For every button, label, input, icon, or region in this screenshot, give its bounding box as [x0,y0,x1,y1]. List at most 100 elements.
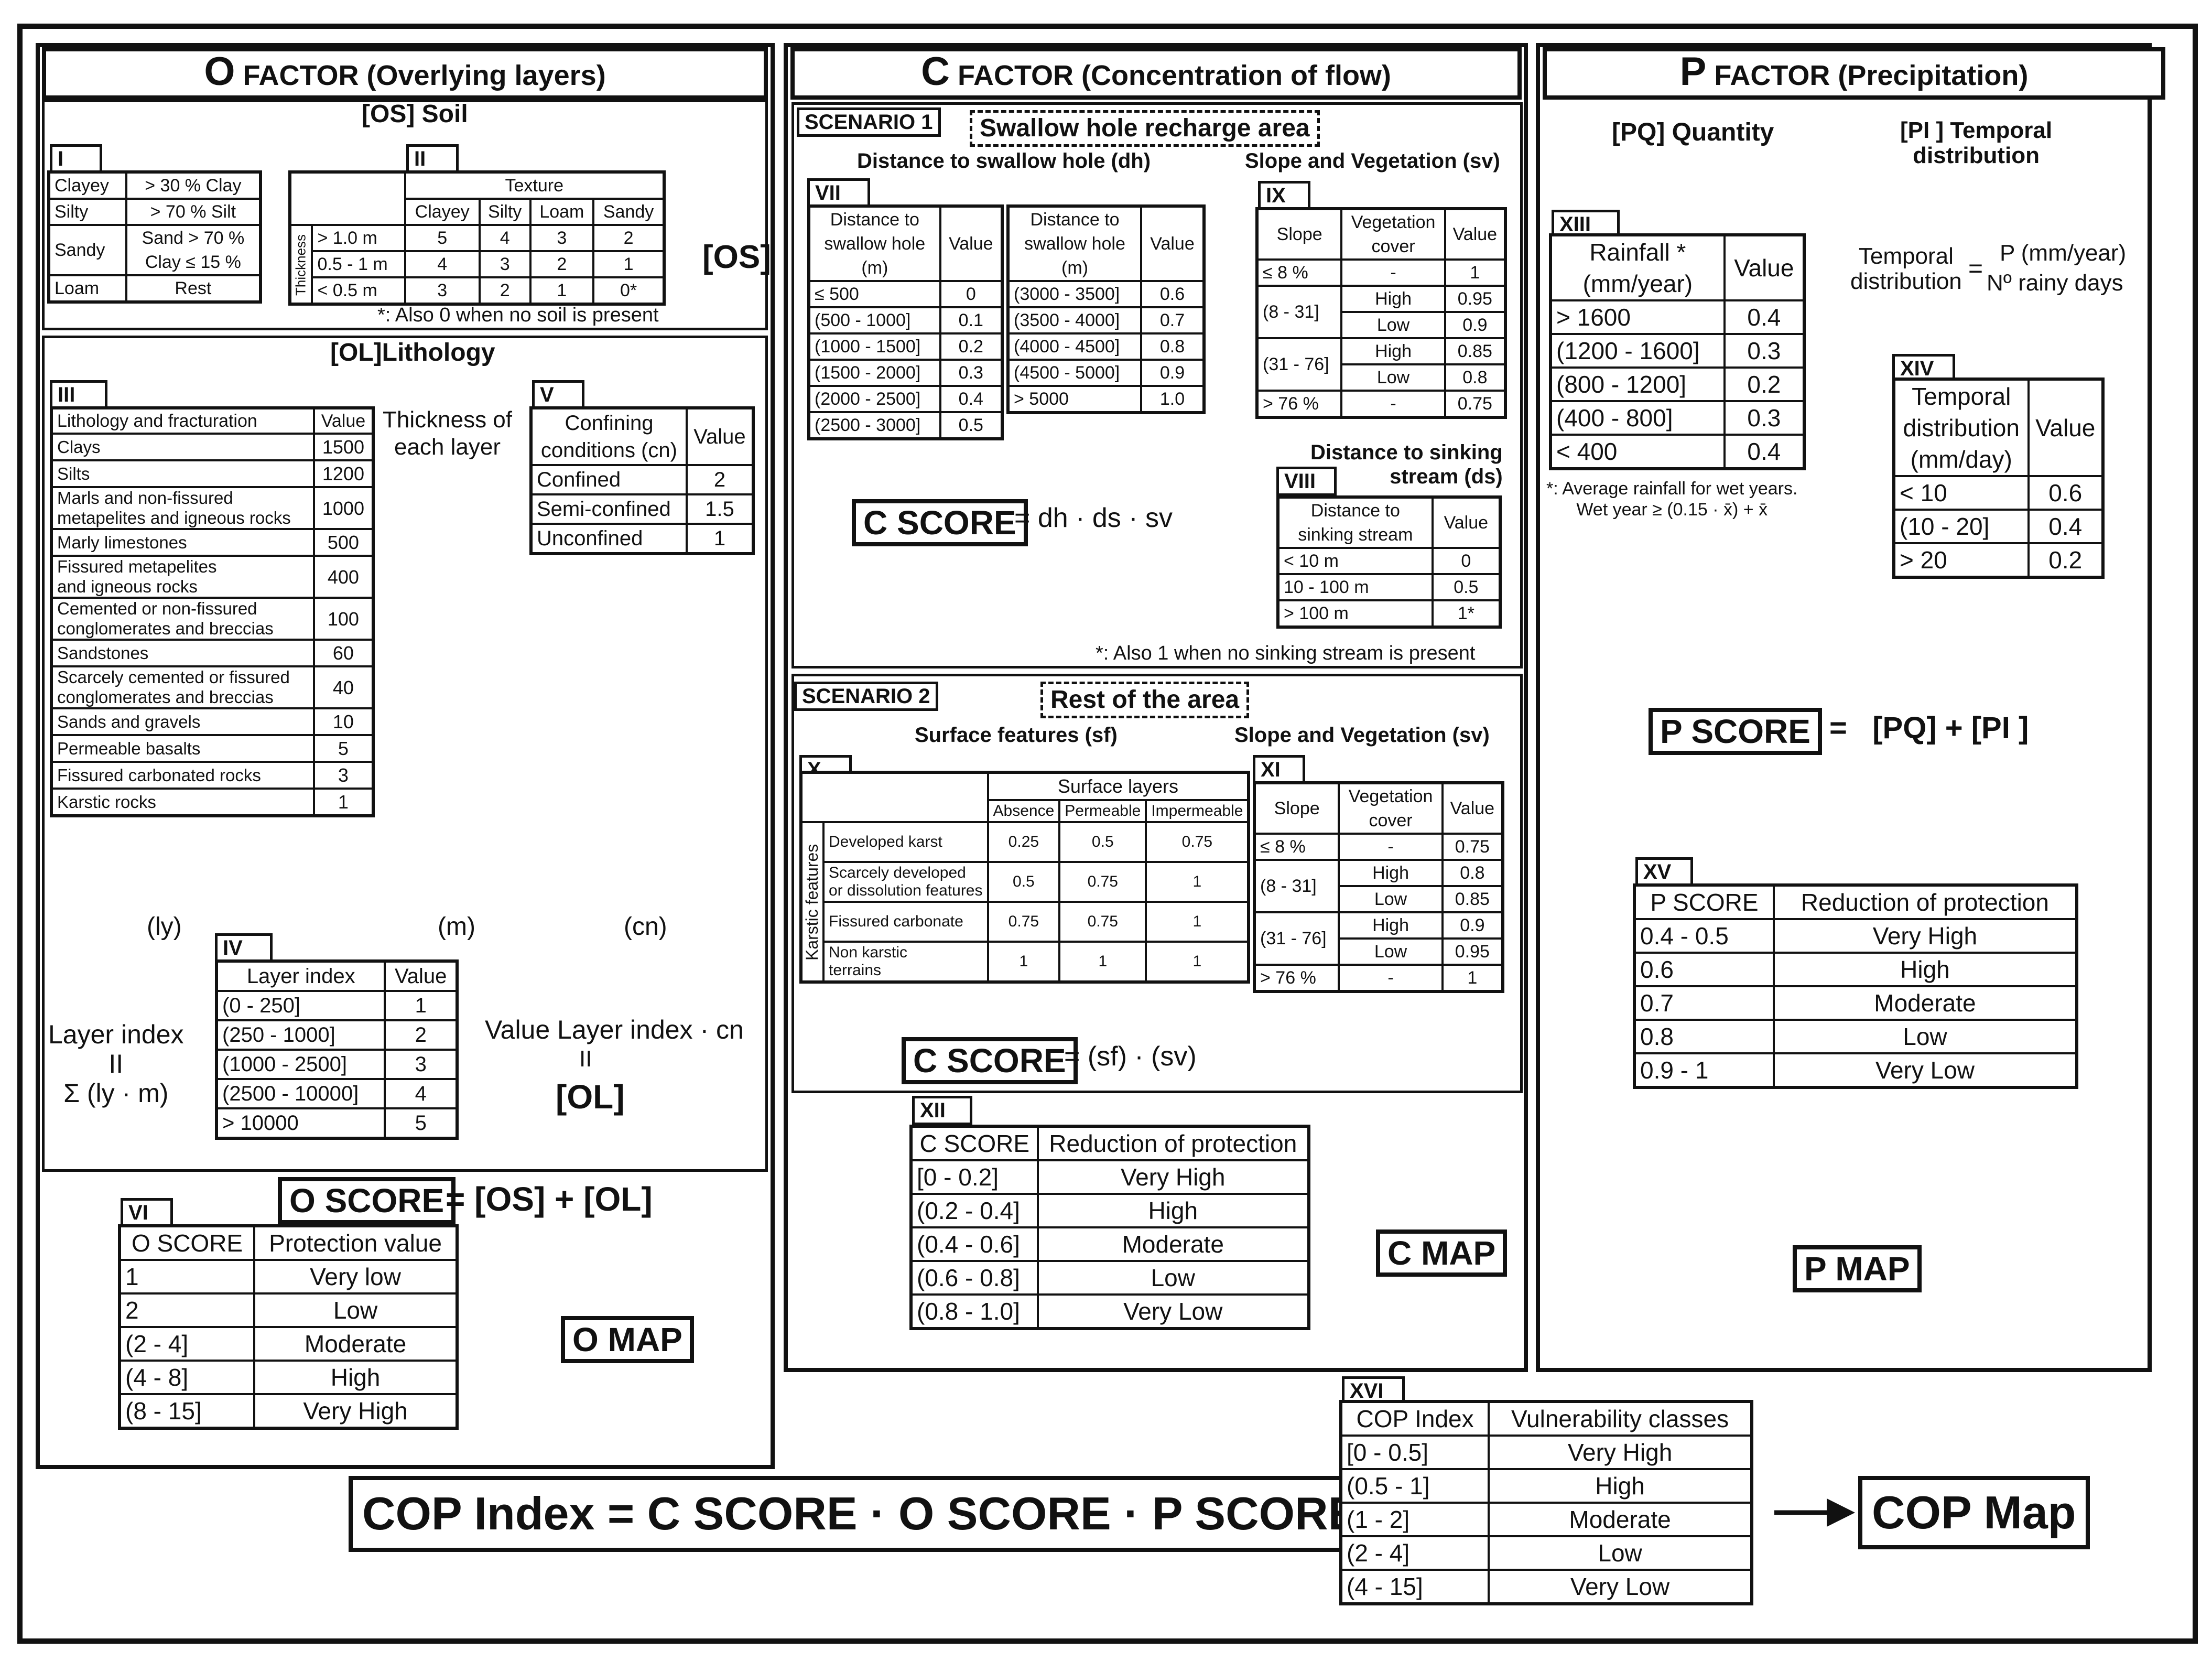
table-cell: 1.5 [685,493,755,525]
table-cell: 0.75 [986,901,1061,943]
scenario-1-name: Swallow hole recharge area [970,110,1320,147]
table-cell: > 100 m [1277,599,1434,628]
roman-iii: III [50,380,107,409]
ly-label: (ly) [147,913,182,941]
table-cell: 400 [312,555,375,599]
sv-title-2: Slope and Vegetation (sv) [1234,724,1490,747]
table-cell: 0.5 [986,861,1061,903]
table-cell: 1 [529,276,595,305]
table-cell: Fissured carbonated rocks [50,761,315,790]
scenario-2-label: SCENARIO 2 [794,682,938,711]
layer-index-formula: Layer index II Σ (ly · m) [48,1020,184,1108]
table-cell: (1200 - 1600] [1549,333,1726,369]
c-score-2-label: C SCORE [902,1037,1078,1084]
table-cell: > 10000 [215,1107,386,1139]
table-cell: P SCORE [1633,884,1775,920]
td-label: Temporal distribution [1850,243,1962,294]
table-cell: Non karstic terrains [822,941,989,983]
ds-note: *: Also 1 when no sinking stream is pres… [1096,642,1476,664]
table-cell: 100 [312,597,375,641]
table-cell: (500 - 1000] [808,306,941,335]
table-row: Scarcely cemented or fissured conglomera… [50,665,375,709]
table-row: (3000 - 3500]0.6 [1006,280,1205,308]
table-cell: < 0.5 m [311,276,406,305]
table-cell: Scarcely cemented or fissured conglomera… [50,665,315,709]
table-cell: 0.2 [1723,366,1806,402]
table-cell: Impermeable [1145,799,1250,823]
o-factor-title: O FACTOR (Overlying layers) [42,47,768,100]
table-cell: 0.5 - 1 m [311,250,406,278]
table-cell: Reduction of protection [1772,884,2078,920]
table-cell: 0.9 [1444,311,1507,339]
table-cell: Marly limestones [50,528,315,557]
table-row: (8 - 15]Very High [118,1393,458,1429]
p-score-equation: = [PQ] + [PI ] [1829,711,2029,745]
table-cell: Slope [1253,782,1340,835]
table-cell: Loam [48,274,127,303]
table-row: (4 - 8]High [118,1360,458,1395]
table-cell: Low [1340,311,1446,339]
table-cell: Sandy [592,198,665,226]
table-cell: Moderate [1488,1502,1753,1537]
table-cell: Developed karst [822,821,989,863]
table-cell: 1 [986,941,1061,983]
table-cell: High [253,1360,458,1395]
table-cell [290,172,405,199]
table-cell: (10 - 20] [1893,509,2030,544]
ol-lithology-title: [OL]Lithology [330,339,495,366]
table-cell: O SCORE [118,1225,256,1261]
table-cell: High [1772,952,2078,987]
table-row: (0.6 - 0.8]Low [910,1260,1310,1296]
o-factor-letter: O [204,49,235,94]
table-cell: Sandstones [50,639,315,667]
table-cell: Very High [1036,1159,1310,1195]
table-cell: (0 - 250] [215,990,386,1021]
c-map-label: C MAP [1376,1229,1508,1277]
table-row: (1000 - 1500]0.2 [808,332,1004,361]
table-cell: (2500 - 3000] [808,411,941,440]
table-cell: Low [1340,363,1446,392]
table-row: ≤ 8 %-1 [1255,258,1507,287]
soil-note: *: Also 0 when no soil is present [377,304,659,326]
table-cell: 0.4 [1723,434,1806,470]
cn-label: (cn) [624,913,667,941]
c-score-2-equation: = (sf) · (sv) [1064,1041,1197,1072]
table-row: Surface layers [801,771,1250,801]
table-cell: Protection value [253,1225,458,1261]
table-cell: Moderate [1036,1226,1310,1262]
table-cell: (0.5 - 1] [1339,1468,1490,1504]
table-cell: 4 [384,1078,458,1109]
table-cell: Fissured carbonate [822,901,989,943]
table-row: (2000 - 2500]0.4 [808,385,1004,413]
table-cell: 1 [1145,861,1250,903]
table-cell: 0* [592,276,665,305]
table-cell: (3000 - 3500] [1006,280,1143,308]
table-row: (1000 - 2500]3 [215,1049,458,1080]
table-cell: 0.95 [1441,937,1504,966]
table-cell: (2 - 4] [1339,1535,1490,1571]
table-cell: Rainfall * (mm/year) [1549,234,1726,301]
table-cell: Low [1338,937,1444,966]
table-cell: 5 [384,1107,458,1139]
table-cell: 3 [312,761,375,790]
table-row: (10 - 20]0.4 [1893,509,2104,544]
roman-ix: IX [1258,181,1310,210]
table-cell: Marls and non-fissured metapelites and i… [50,486,315,530]
table-cell: Unconfined [530,523,688,555]
